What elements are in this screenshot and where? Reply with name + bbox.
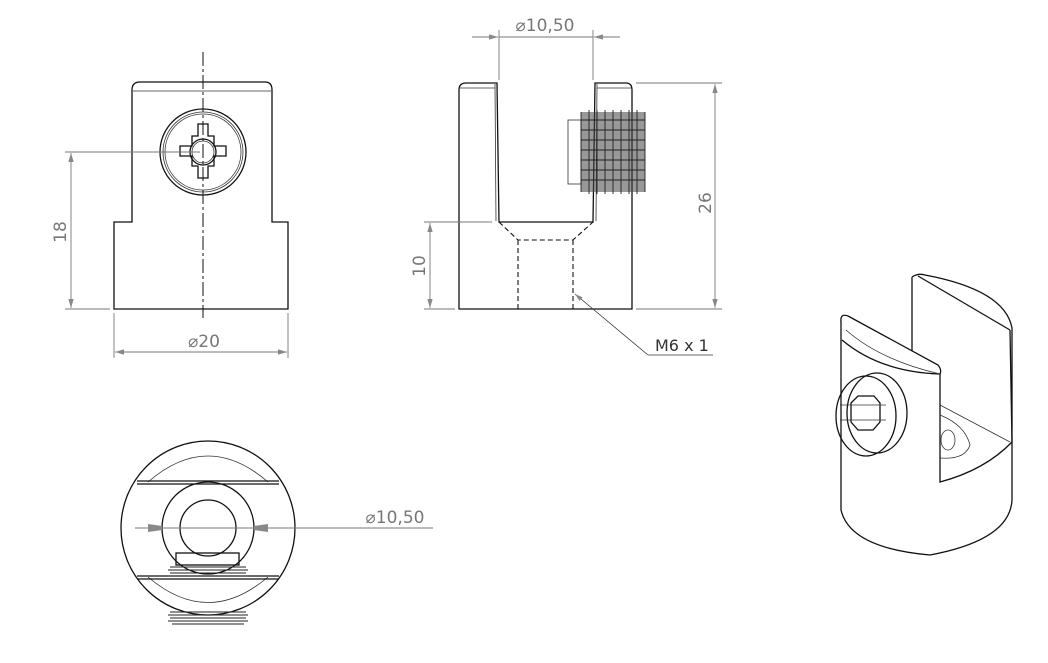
screw-thread-icon bbox=[567, 110, 646, 194]
iso-outline bbox=[840, 273, 1013, 556]
thread-callout: M6 x 1 bbox=[655, 336, 709, 355]
flange-arc bbox=[147, 455, 269, 483]
leader-line bbox=[574, 293, 649, 356]
dim-arrow bbox=[148, 524, 162, 532]
dim-text-18: 18 bbox=[51, 221, 71, 243]
dim-text-26: 26 bbox=[696, 192, 716, 214]
front-view: 18 ⌀20 bbox=[51, 52, 289, 358]
screw-tip bbox=[175, 552, 240, 566]
slot-edge bbox=[494, 83, 497, 222]
hidden-thread-hole bbox=[498, 221, 594, 309]
iso-flange-front bbox=[841, 315, 942, 375]
thread-icon bbox=[168, 566, 248, 625]
dim-text-slot-dia: ⌀10,50 bbox=[516, 16, 575, 36]
dim-text-hole-dia: ⌀10,50 bbox=[366, 508, 425, 528]
bottom-view: ⌀10,50 bbox=[120, 440, 433, 625]
iso-hole bbox=[940, 429, 956, 451]
side-view: ⌀10,50 26 10 M6 x 1 bbox=[410, 16, 722, 356]
front-view-outline bbox=[113, 81, 289, 310]
iso-screw-icon bbox=[835, 372, 908, 457]
dim-text-dia20: ⌀20 bbox=[188, 332, 220, 352]
isometric-view bbox=[835, 273, 1013, 556]
iso-slot-floor bbox=[939, 404, 1011, 459]
dim-arrow bbox=[254, 524, 268, 532]
dim-text-10: 10 bbox=[410, 255, 430, 277]
flange-arc bbox=[147, 576, 269, 603]
iso-flange-curve bbox=[845, 329, 941, 375]
iso-back-panel bbox=[911, 275, 1013, 483]
